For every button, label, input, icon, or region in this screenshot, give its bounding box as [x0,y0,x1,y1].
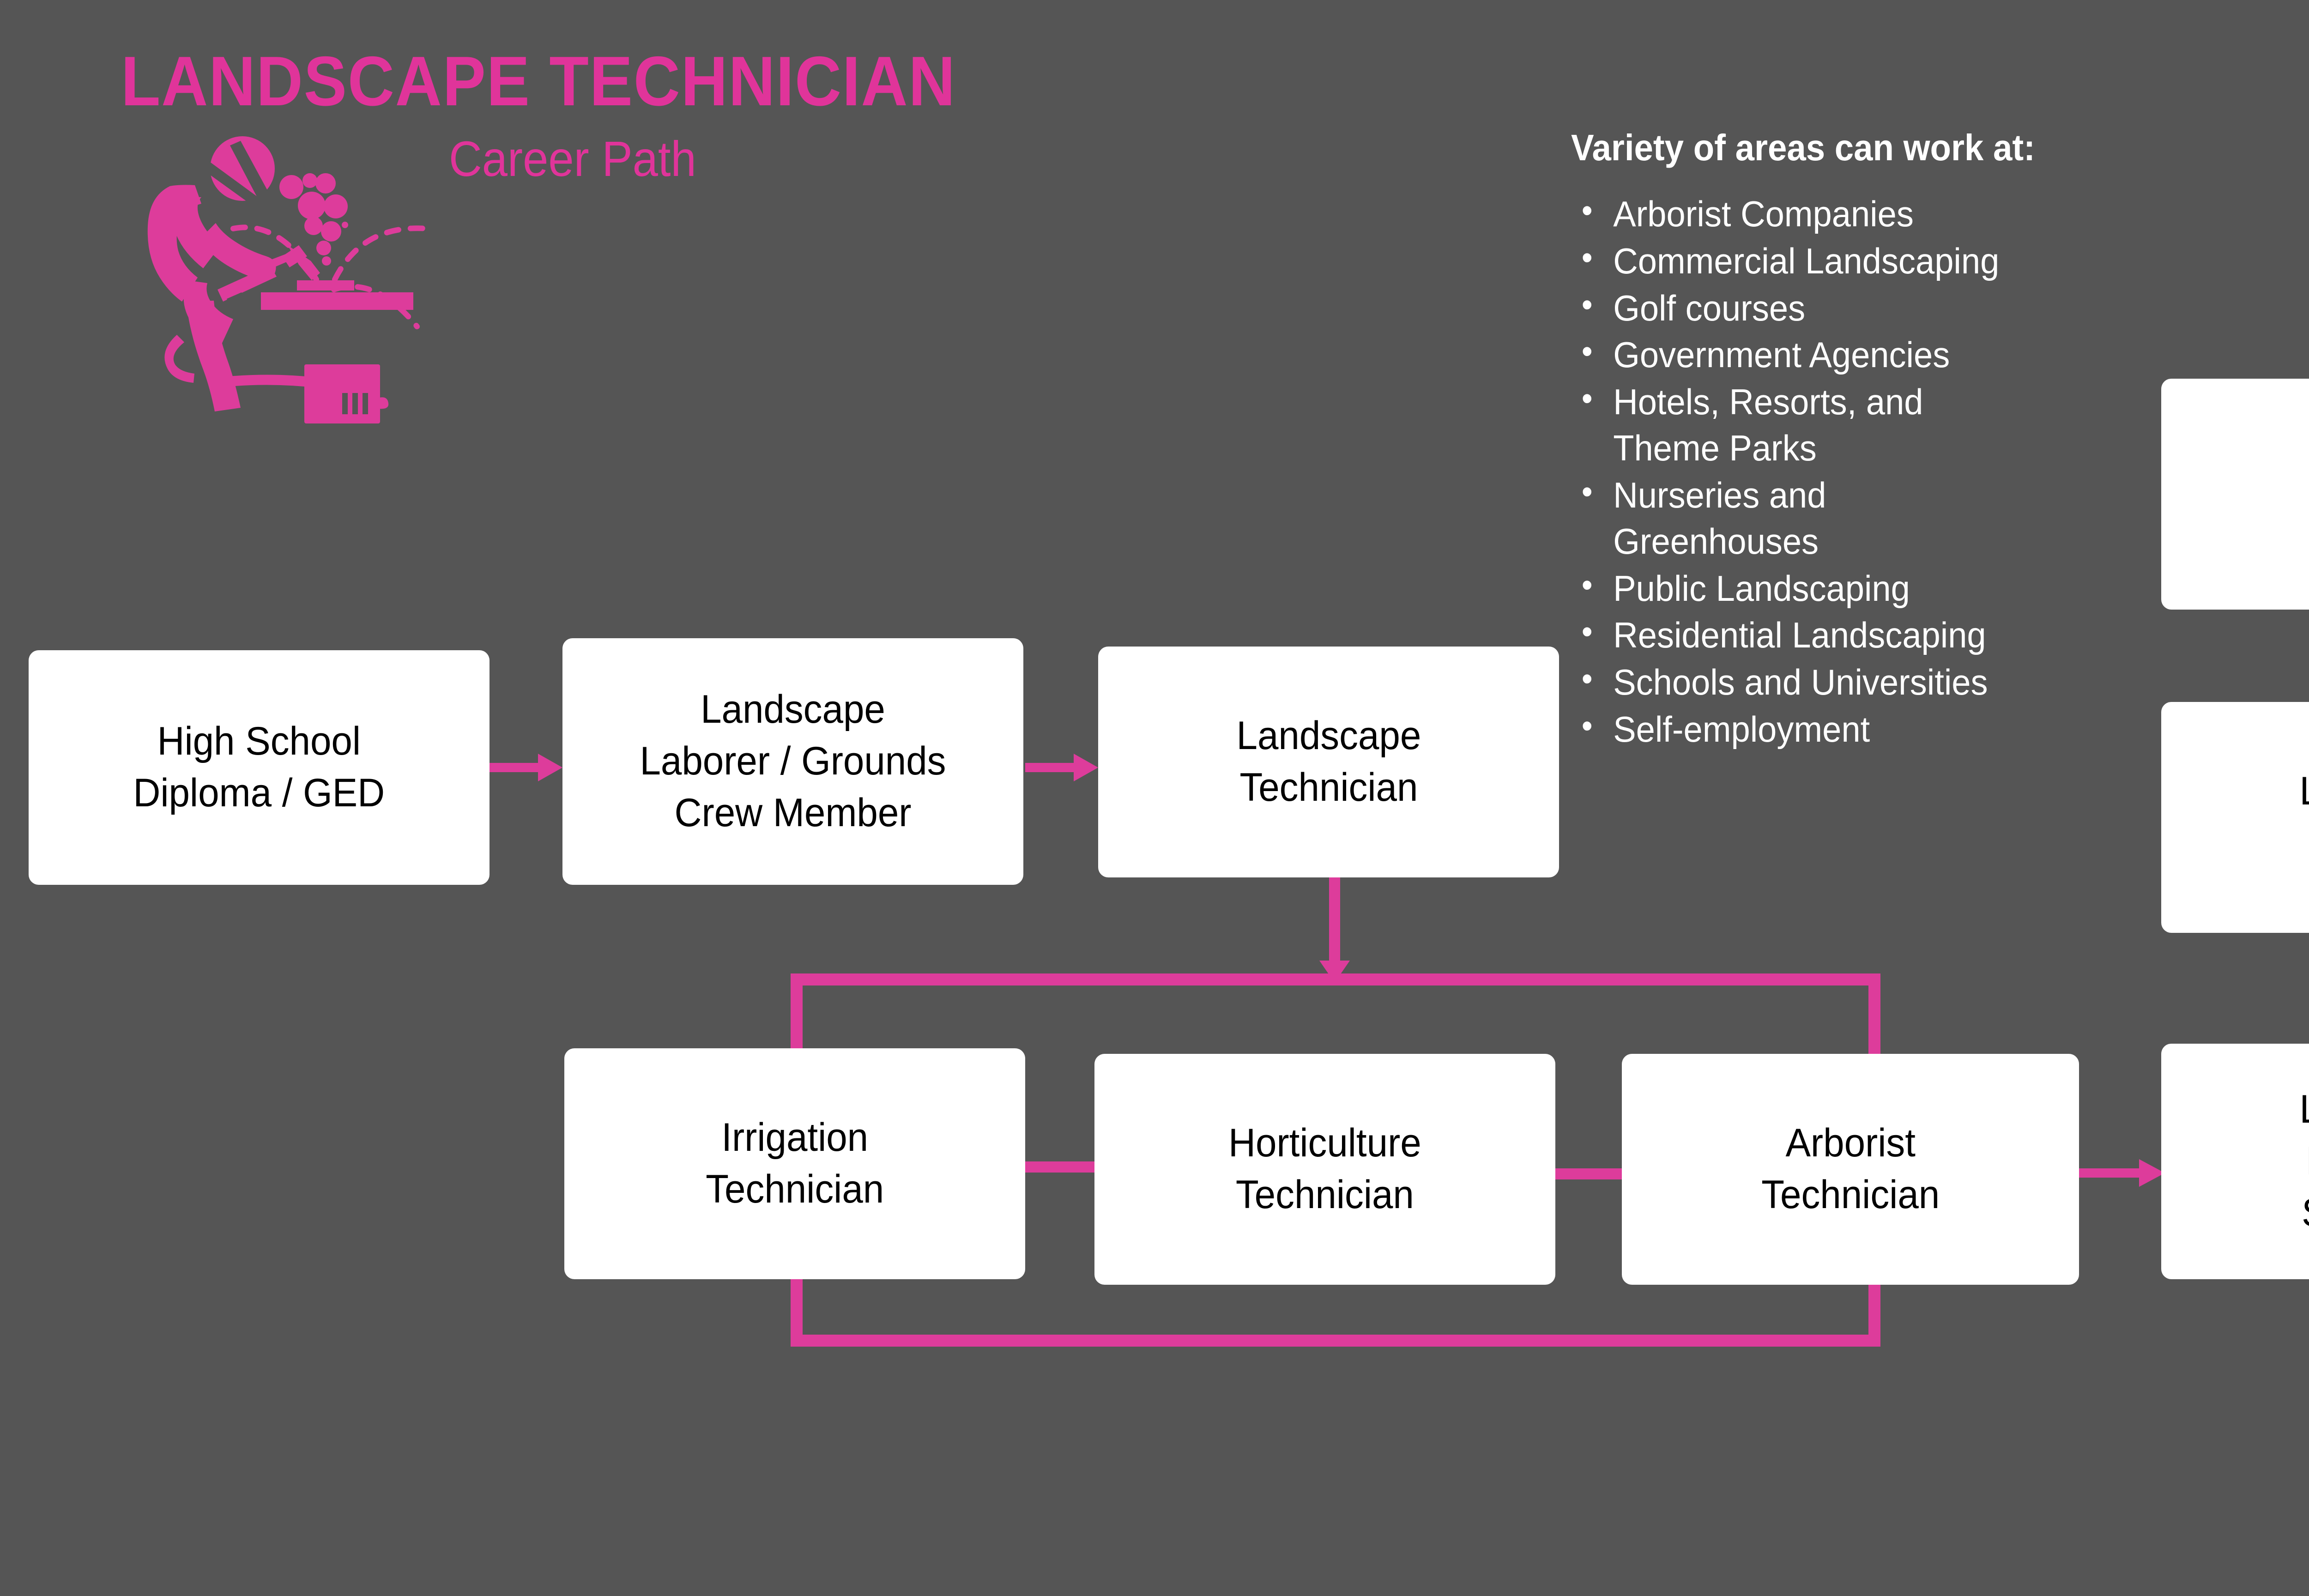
list-item: Golf courses [1571,284,2176,332]
node-landscape-designer[interactable]: Landscape Designer [2161,702,2309,933]
areas-list: Arborist Companies Commercial Landscapin… [1571,189,2208,753]
bracket-bottom-horizontal [791,1335,1880,1347]
node-project-manager[interactable]: Project Manager [2161,379,2309,610]
node-label: High School Diploma / GED [133,719,385,815]
list-item: Nurseries and Greenhouses [1571,471,2008,565]
list-item: Hotels, Resorts, and Theme Parks [1571,377,2008,472]
node-high-school-diploma[interactable]: High School Diploma / GED [29,650,490,885]
arrow-landscape-technician-down [1319,877,1350,983]
node-label: Arborist Technician [1761,1121,1940,1217]
node-label: Landscape Designer [2291,766,2309,869]
list-item: Arborist Companies [1571,189,2176,237]
node-label: Landscape Laborer / Grounds Crew Member [640,687,946,835]
arrow-high-school-to-laborer [490,754,562,781]
node-landscape-laborer[interactable]: Landscape Laborer / Grounds Crew Member [562,638,1023,885]
node-label: Horticulture Technician [1228,1121,1421,1217]
node-landscape-foreman[interactable]: Landscape Foreman / Supervisor [2161,1044,2309,1279]
page-title: LANDSCAPE TECHNICIAN [121,42,956,121]
link-irrigation-to-horticulture [1016,1161,1094,1173]
list-item: Public Landscaping [1571,564,2176,612]
areas-heading: Variety of areas can work at: [1571,127,2035,168]
arrow-arborist-to-foreman [2078,1159,2165,1187]
arrow-laborer-to-landscape-technician [1025,754,1098,781]
list-item: Residential Landscaping [1571,611,2176,659]
link-horticulture-to-arborist [1549,1168,1628,1179]
bracket-bottom-left-leg [791,1275,803,1347]
node-label: Landscape Technician [1236,713,1421,810]
list-item: Commercial Landscaping [1571,236,2176,284]
areas-panel: Variety of areas can work at: Arborist C… [1571,129,2208,754]
node-arborist-technician[interactable]: Arborist Technician [1622,1054,2079,1285]
node-horticulture-technician[interactable]: Horticulture Technician [1094,1054,1555,1285]
welder-technician-icon [147,136,430,423]
list-item: Self-employment [1571,705,2176,753]
bracket-bottom-right-leg [1868,1275,1880,1347]
node-label: Irrigation Technician [705,1115,884,1211]
page-subtitle: Career Path [449,131,696,187]
node-irrigation-technician[interactable]: Irrigation Technician [564,1048,1025,1279]
node-label: Landscape Foreman / Supervisor [2291,1084,2309,1239]
list-item: Schools and Universities [1571,658,2176,706]
bracket-top-left-leg [791,973,803,1057]
list-item: Government Agencies [1571,330,2176,378]
node-landscape-technician[interactable]: Landscape Technician [1098,647,1559,877]
bracket-top-right-leg [1868,973,1880,1057]
